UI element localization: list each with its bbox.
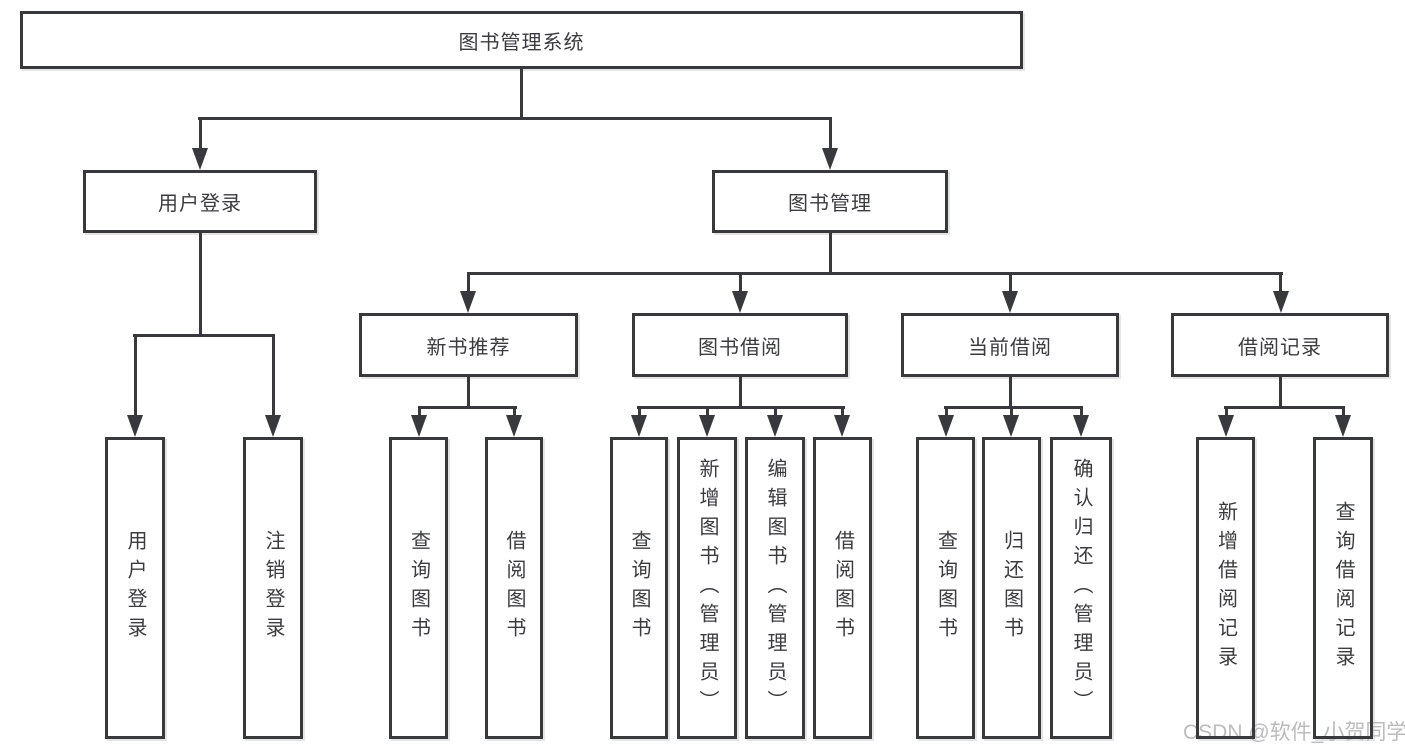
connector-vline: [199, 233, 202, 337]
node-current-borrowing: 当前借阅: [901, 313, 1119, 377]
connector-vline: [638, 406, 641, 418]
connector-hline: [198, 117, 832, 120]
arrow-down-icon: [631, 415, 647, 437]
connector-vline: [945, 406, 948, 418]
leaf-user-login: 用户登录: [105, 437, 165, 739]
node-label: 用户登录: [158, 193, 242, 215]
connector-vline: [1225, 406, 1228, 418]
connector-vline: [134, 334, 137, 419]
connector-vline: [739, 377, 742, 408]
leaf-confirm-return-admin: 确认归还（管理员）: [1050, 437, 1112, 739]
arrow-down-icon: [1335, 415, 1351, 437]
leaf-label: 查询借阅记录: [1332, 501, 1354, 675]
arrow-down-icon: [834, 415, 850, 437]
leaf-newbook-query-books: 查询图书: [389, 437, 448, 739]
connector-vline: [520, 68, 523, 120]
leaf-label: 确认归还（管理员）: [1070, 457, 1092, 719]
connector-vline: [1279, 377, 1282, 408]
connector-vline: [199, 117, 202, 153]
connector-vline: [1342, 406, 1345, 418]
connector-vline: [1010, 406, 1013, 418]
connector-vline: [829, 117, 832, 153]
leaf-label: 编辑图书（管理员）: [764, 457, 786, 719]
leaf-newbook-borrow-books: 借阅图书: [485, 437, 543, 739]
arrow-down-icon: [506, 415, 522, 437]
connector-vline: [706, 406, 709, 418]
csdn-watermark: CSDN @软件_小贺同学: [1183, 721, 1405, 744]
leaf-label: 查询图书: [934, 530, 957, 646]
arrow-down-icon: [1003, 415, 1019, 437]
connector-vline: [829, 233, 832, 275]
connector-vline: [467, 272, 470, 294]
connector-vline: [1279, 272, 1282, 294]
arrow-down-icon: [1002, 291, 1018, 313]
leaf-logout: 注销登录: [243, 437, 303, 739]
leaf-borrow-books: 借阅图书: [813, 437, 872, 739]
node-library-management-system: 图书管理系统: [20, 11, 1023, 69]
arrow-down-icon: [265, 415, 281, 437]
connector-hline: [418, 406, 517, 409]
leaf-label: 归还图书: [1000, 530, 1023, 646]
arrow-down-icon: [127, 415, 143, 437]
node-label: 借阅记录: [1238, 336, 1322, 359]
connector-hline: [637, 406, 845, 409]
node-user-login: 用户登录: [83, 170, 317, 233]
leaf-return-books: 归还图书: [982, 437, 1041, 739]
node-label: 图书管理系统: [458, 31, 585, 54]
leaf-label: 查询图书: [628, 530, 650, 646]
arrow-down-icon: [699, 415, 715, 437]
arrow-down-icon: [192, 148, 208, 170]
leaf-label: 查询图书: [407, 530, 430, 646]
connector-hline: [133, 334, 275, 337]
connector-hline: [1224, 406, 1345, 409]
leaf-label: 注销登录: [262, 530, 284, 646]
node-label: 新书推荐: [426, 336, 511, 359]
connector-hline: [944, 406, 1083, 409]
connector-vline: [841, 406, 844, 418]
leaf-query-borrow-records: 查询借阅记录: [1313, 437, 1373, 739]
node-book-borrowing: 图书借阅: [632, 313, 848, 377]
connector-vline: [418, 406, 421, 418]
arrow-down-icon: [822, 148, 838, 170]
connector-vline: [739, 272, 742, 294]
arrow-down-icon: [1073, 415, 1089, 437]
leaf-label: 新增借阅记录: [1214, 501, 1237, 675]
arrow-down-icon: [1273, 291, 1289, 313]
connector-vline: [1080, 406, 1083, 418]
arrow-down-icon: [1218, 415, 1234, 437]
connector-vline: [272, 334, 275, 419]
node-label: 图书管理: [788, 193, 872, 215]
connector-vline: [513, 406, 516, 418]
arrow-down-icon: [411, 415, 427, 437]
connector-hline: [467, 272, 1283, 275]
connector-vline: [1009, 377, 1012, 408]
arrow-down-icon: [460, 291, 476, 313]
connector-vline: [774, 406, 777, 418]
node-borrowing-records: 借阅记录: [1171, 313, 1389, 377]
leaf-label: 借阅图书: [503, 530, 525, 646]
leaf-label: 用户登录: [124, 530, 146, 646]
node-label: 图书借阅: [698, 336, 782, 359]
leaf-add-books-admin: 新增图书（管理员）: [677, 437, 737, 739]
leaf-label: 新增图书（管理员）: [696, 457, 718, 719]
leaf-edit-books-admin: 编辑图书（管理员）: [745, 437, 805, 739]
leaf-add-borrow-record: 新增借阅记录: [1196, 437, 1255, 739]
connector-vline: [467, 377, 470, 408]
arrow-down-icon: [732, 291, 748, 313]
node-new-book-recommendation: 新书推荐: [359, 313, 578, 377]
connector-vline: [1009, 272, 1012, 294]
node-label: 当前借阅: [968, 336, 1052, 359]
arrow-down-icon: [767, 415, 783, 437]
leaf-borrowing-query-books: 查询图书: [610, 437, 668, 739]
node-book-management: 图书管理: [712, 170, 948, 233]
leaf-label: 借阅图书: [831, 530, 854, 646]
arrow-down-icon: [938, 415, 954, 437]
leaf-current-query-books: 查询图书: [916, 437, 975, 739]
